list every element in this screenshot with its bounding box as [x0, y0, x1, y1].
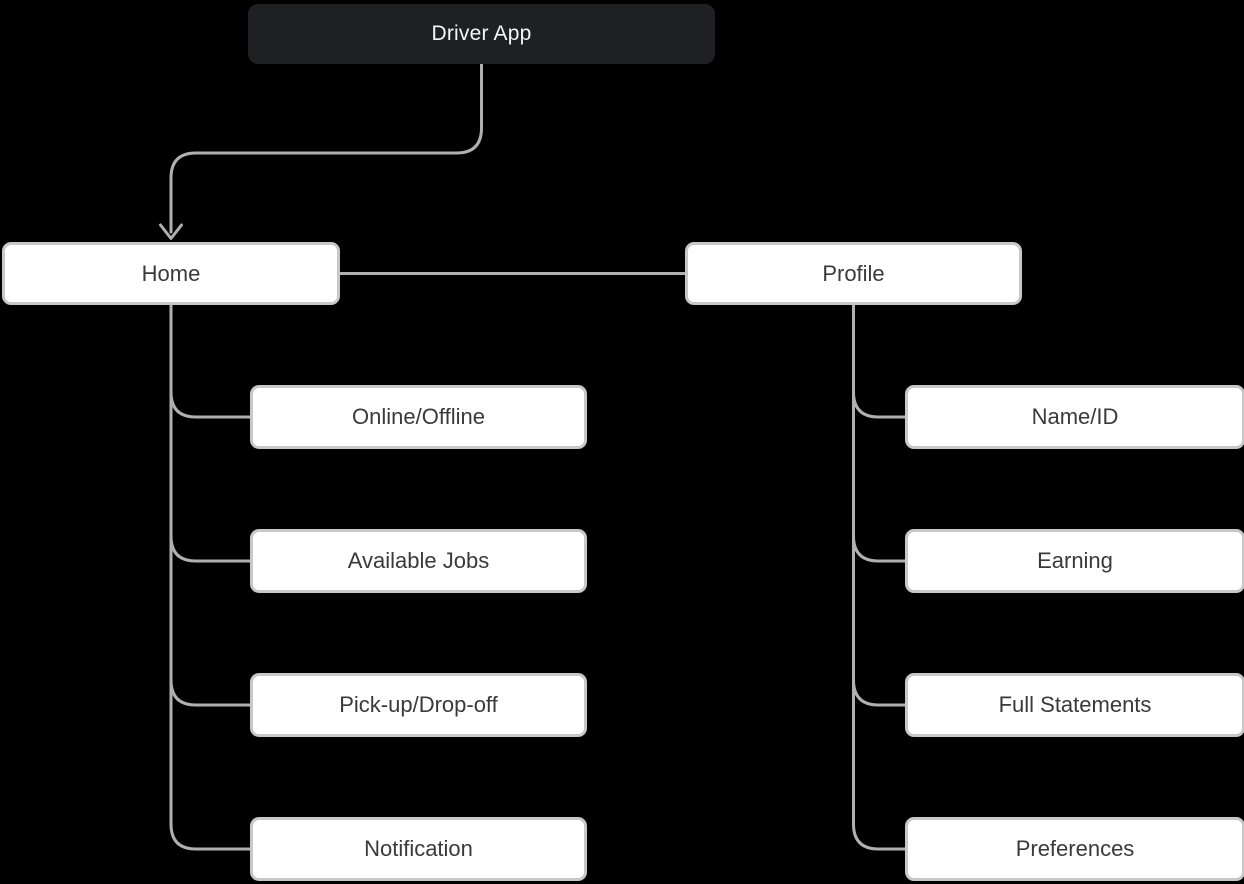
- node-earning-label: Earning: [1037, 548, 1113, 573]
- node-profile[interactable]: Profile: [685, 242, 1022, 305]
- node-home-label: Home: [141, 260, 201, 286]
- connector-home-trunk: [169, 303, 252, 851]
- connector-home-child-1: [169, 390, 252, 419]
- connector-profile-child-1: [852, 390, 907, 419]
- connector-profile-child-2: [852, 534, 907, 563]
- node-notification-label: Notification: [364, 836, 473, 861]
- node-notification[interactable]: Notification: [250, 817, 587, 881]
- node-available-jobs-label: Available Jobs: [347, 548, 490, 573]
- node-online-offline[interactable]: Online/Offline: [250, 385, 587, 449]
- node-preferences[interactable]: Preferences: [905, 817, 1244, 881]
- connector-profile-child-3: [852, 678, 907, 707]
- node-available-jobs[interactable]: Available Jobs: [250, 529, 587, 593]
- node-full-statements-label: Full Statements: [998, 692, 1152, 717]
- node-online-offline-label: Online/Offline: [352, 404, 485, 429]
- node-name-id[interactable]: Name/ID: [905, 385, 1244, 449]
- node-name-id-label: Name/ID: [1031, 404, 1119, 429]
- connector-home-child-2: [169, 534, 252, 563]
- node-driver-app[interactable]: Driver App: [248, 4, 715, 64]
- node-full-statements[interactable]: Full Statements: [905, 673, 1244, 737]
- node-earning[interactable]: Earning: [905, 529, 1244, 593]
- connector-profile-trunk: [852, 303, 907, 851]
- connector-root-to-home: [169, 62, 483, 234]
- node-driver-app-label: Driver App: [431, 22, 532, 45]
- node-home[interactable]: Home: [2, 242, 340, 305]
- arrowhead-down-icon: [159, 223, 183, 240]
- node-pickup-dropoff[interactable]: Pick-up/Drop-off: [250, 673, 587, 737]
- node-profile-label: Profile: [822, 260, 885, 286]
- node-preferences-label: Preferences: [1015, 836, 1135, 861]
- node-pickup-dropoff-label: Pick-up/Drop-off: [339, 692, 498, 717]
- connector-home-child-3: [169, 678, 252, 707]
